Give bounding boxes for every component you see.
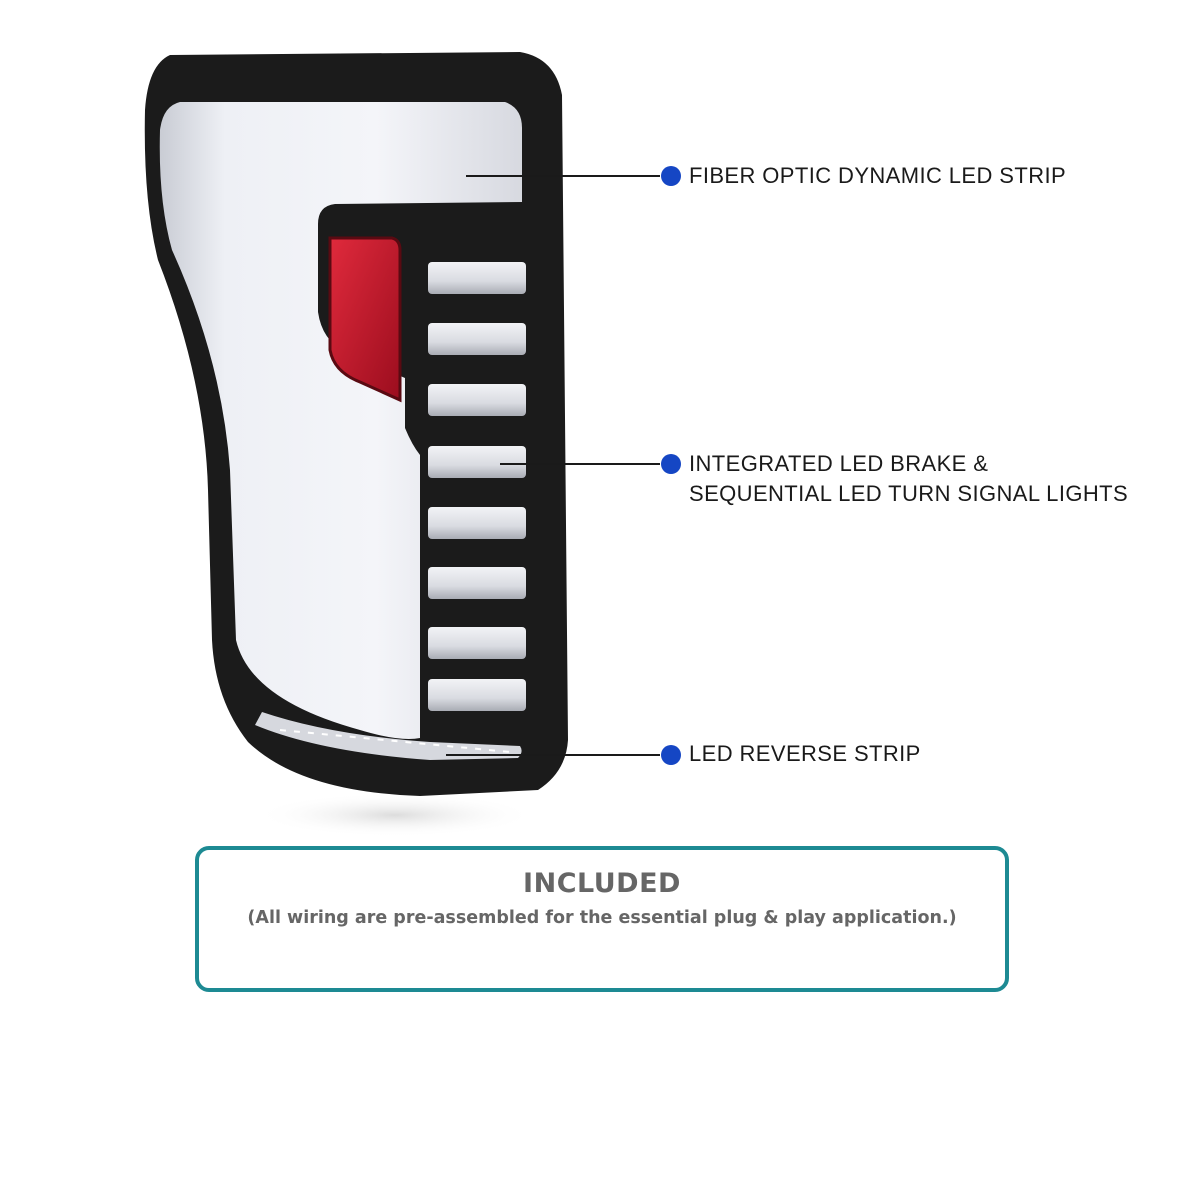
led-segment [428,323,526,355]
included-box: INCLUDED (All wiring are pre-assembled f… [195,846,1009,992]
led-segment [428,262,526,294]
fiber-optic-lens [159,102,522,739]
led-segment [428,507,526,539]
led-segment [428,567,526,599]
led-segment-column [428,262,526,711]
red-reflector [328,236,402,403]
floor-shadow [255,793,535,837]
callout-reverse-strip: LED REVERSE STRIP [689,741,921,766]
callout-dot-icon [661,166,681,186]
included-subtitle: (All wiring are pre-assembled for the es… [247,908,957,928]
callout-dot-icon [661,745,681,765]
callout-brake-line2: SEQUENTIAL LED TURN SIGNAL LIGHTS [689,481,1129,506]
callout-dot-icon [661,454,681,474]
callout-fiber-optic: FIBER OPTIC DYNAMIC LED STRIP [689,163,1067,188]
led-segment [428,384,526,416]
included-title: INCLUDED [523,868,681,899]
led-segment [428,679,526,711]
led-segment [428,446,526,478]
callout-brake-turn: INTEGRATED LED BRAKE & SEQUENTIAL LED TU… [689,449,1128,509]
callout-brake-line1: INTEGRATED LED BRAKE & [689,451,989,476]
reverse-strip [255,712,522,760]
led-segment [428,627,526,659]
